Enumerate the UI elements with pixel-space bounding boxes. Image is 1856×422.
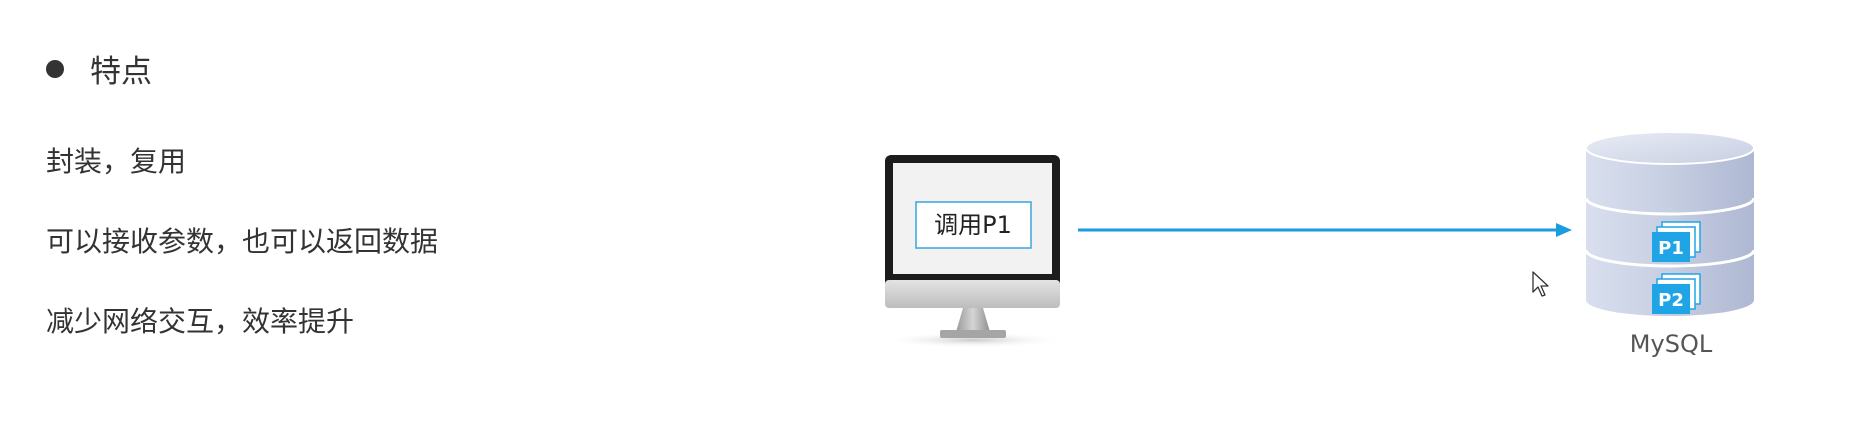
- feature-point-2: 可以接收参数，也可以返回数据: [46, 225, 439, 258]
- section-heading: 特点: [46, 46, 152, 91]
- procedure-card-p2: P2: [1652, 273, 1701, 314]
- computer-icon: 调用P1: [881, 155, 1065, 348]
- database-label: MySQL: [1630, 330, 1713, 358]
- call-arrow: [1078, 223, 1572, 237]
- call-box: [915, 201, 1032, 249]
- feature-point-1: 封装，复用: [46, 145, 187, 178]
- procedure-label-p2: P2: [1658, 290, 1684, 311]
- call-label: 调用P1: [934, 211, 1012, 239]
- feature-point-3: 减少网络交互，效率提升: [46, 305, 355, 338]
- heading-title: 特点: [90, 54, 152, 90]
- mouse-cursor-icon: [1532, 271, 1549, 297]
- procedure-label-p1: P1: [1658, 238, 1684, 259]
- bullet-icon: [46, 59, 64, 78]
- procedure-card-p1: P1: [1652, 221, 1701, 262]
